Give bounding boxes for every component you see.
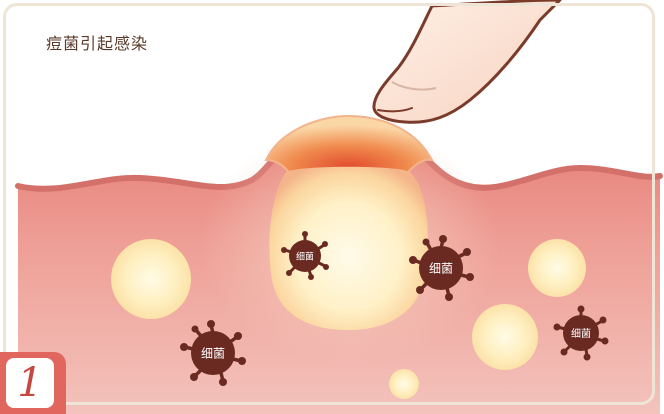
bacteria-label: 细菌 [296, 251, 314, 263]
bacteria-label: 细菌 [571, 327, 591, 340]
bacteria-label: 细菌 [429, 262, 453, 276]
sebum-blob [389, 369, 419, 399]
pimple-icon [269, 166, 428, 330]
sebum-blob [472, 304, 538, 370]
step-number: 1 [17, 360, 43, 406]
bacteria-icon: 细菌 [409, 235, 474, 301]
sebum-blob [528, 239, 586, 297]
bacteria-label: 细菌 [201, 347, 225, 361]
step-badge: 1 [0, 352, 66, 414]
sebum-blob [111, 239, 191, 319]
bacteria-icon: 细菌 [281, 231, 329, 280]
bacteria-icon: 细菌 [180, 320, 246, 386]
finger-icon [372, 0, 562, 124]
illustration-title: 痘菌引起感染 [46, 34, 149, 53]
bacteria-icon: 细菌 [553, 305, 609, 361]
step-badge-inner: 1 [6, 358, 54, 408]
